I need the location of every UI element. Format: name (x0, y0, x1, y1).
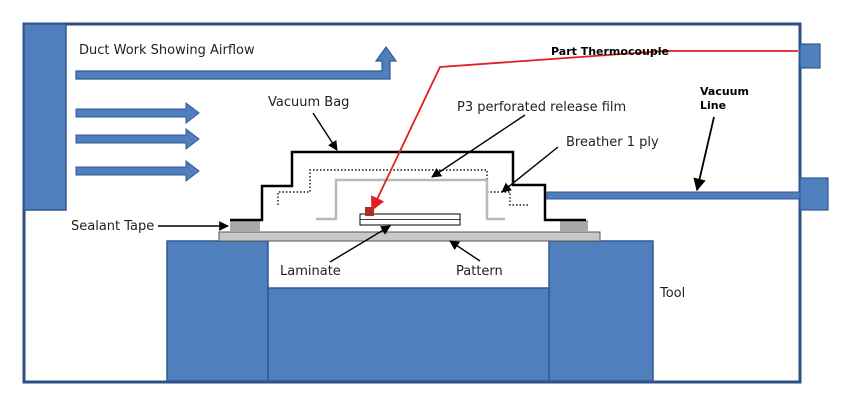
tool-label: Tool (659, 286, 685, 301)
laminate-leader (329, 225, 391, 263)
breather (277, 169, 530, 206)
sealant-tape-label: Sealant Tape (71, 219, 154, 234)
pattern-plate (218, 231, 601, 242)
breather-leader (501, 146, 559, 193)
tool-left-block (166, 240, 269, 382)
vacuum-line-label-2: Line (700, 99, 726, 112)
sealant-tape-right (560, 220, 588, 232)
vacuum-bag (230, 150, 586, 222)
pattern-leader (449, 240, 481, 262)
vacuum-bag-leader (312, 112, 338, 151)
airflow-arrow-3 (75, 159, 200, 183)
laminate-label: Laminate (280, 264, 341, 279)
vacuum-line-label-1: Vacuum (700, 85, 749, 98)
vacuum-line (546, 191, 801, 200)
tool-right-block (548, 240, 654, 382)
sealant-tape-left (230, 220, 260, 232)
ductwork-arrow (75, 45, 398, 80)
part-thermocouple-label: Part Thermocouple (551, 45, 669, 58)
release-film (316, 178, 505, 221)
ductwork-label: Duct Work Showing Airflow (79, 43, 255, 58)
vacuum-port (799, 177, 829, 211)
thermocouple-port (799, 43, 821, 69)
airflow-arrow-1 (75, 101, 200, 125)
pattern-label: Pattern (456, 264, 503, 279)
breather-label: Breather 1 ply (566, 135, 659, 150)
vacuum-line-leader (693, 116, 715, 192)
release-film-leader (431, 114, 526, 178)
tool-center-block (267, 287, 550, 382)
airflow-arrow-2 (75, 127, 200, 151)
vacuum-bag-label: Vacuum Bag (268, 95, 349, 110)
duct-column (23, 23, 67, 211)
release-film-label: P3 perforated release film (457, 100, 626, 115)
thermocouple-wire (371, 50, 798, 212)
thermocouple-marker (365, 207, 374, 216)
